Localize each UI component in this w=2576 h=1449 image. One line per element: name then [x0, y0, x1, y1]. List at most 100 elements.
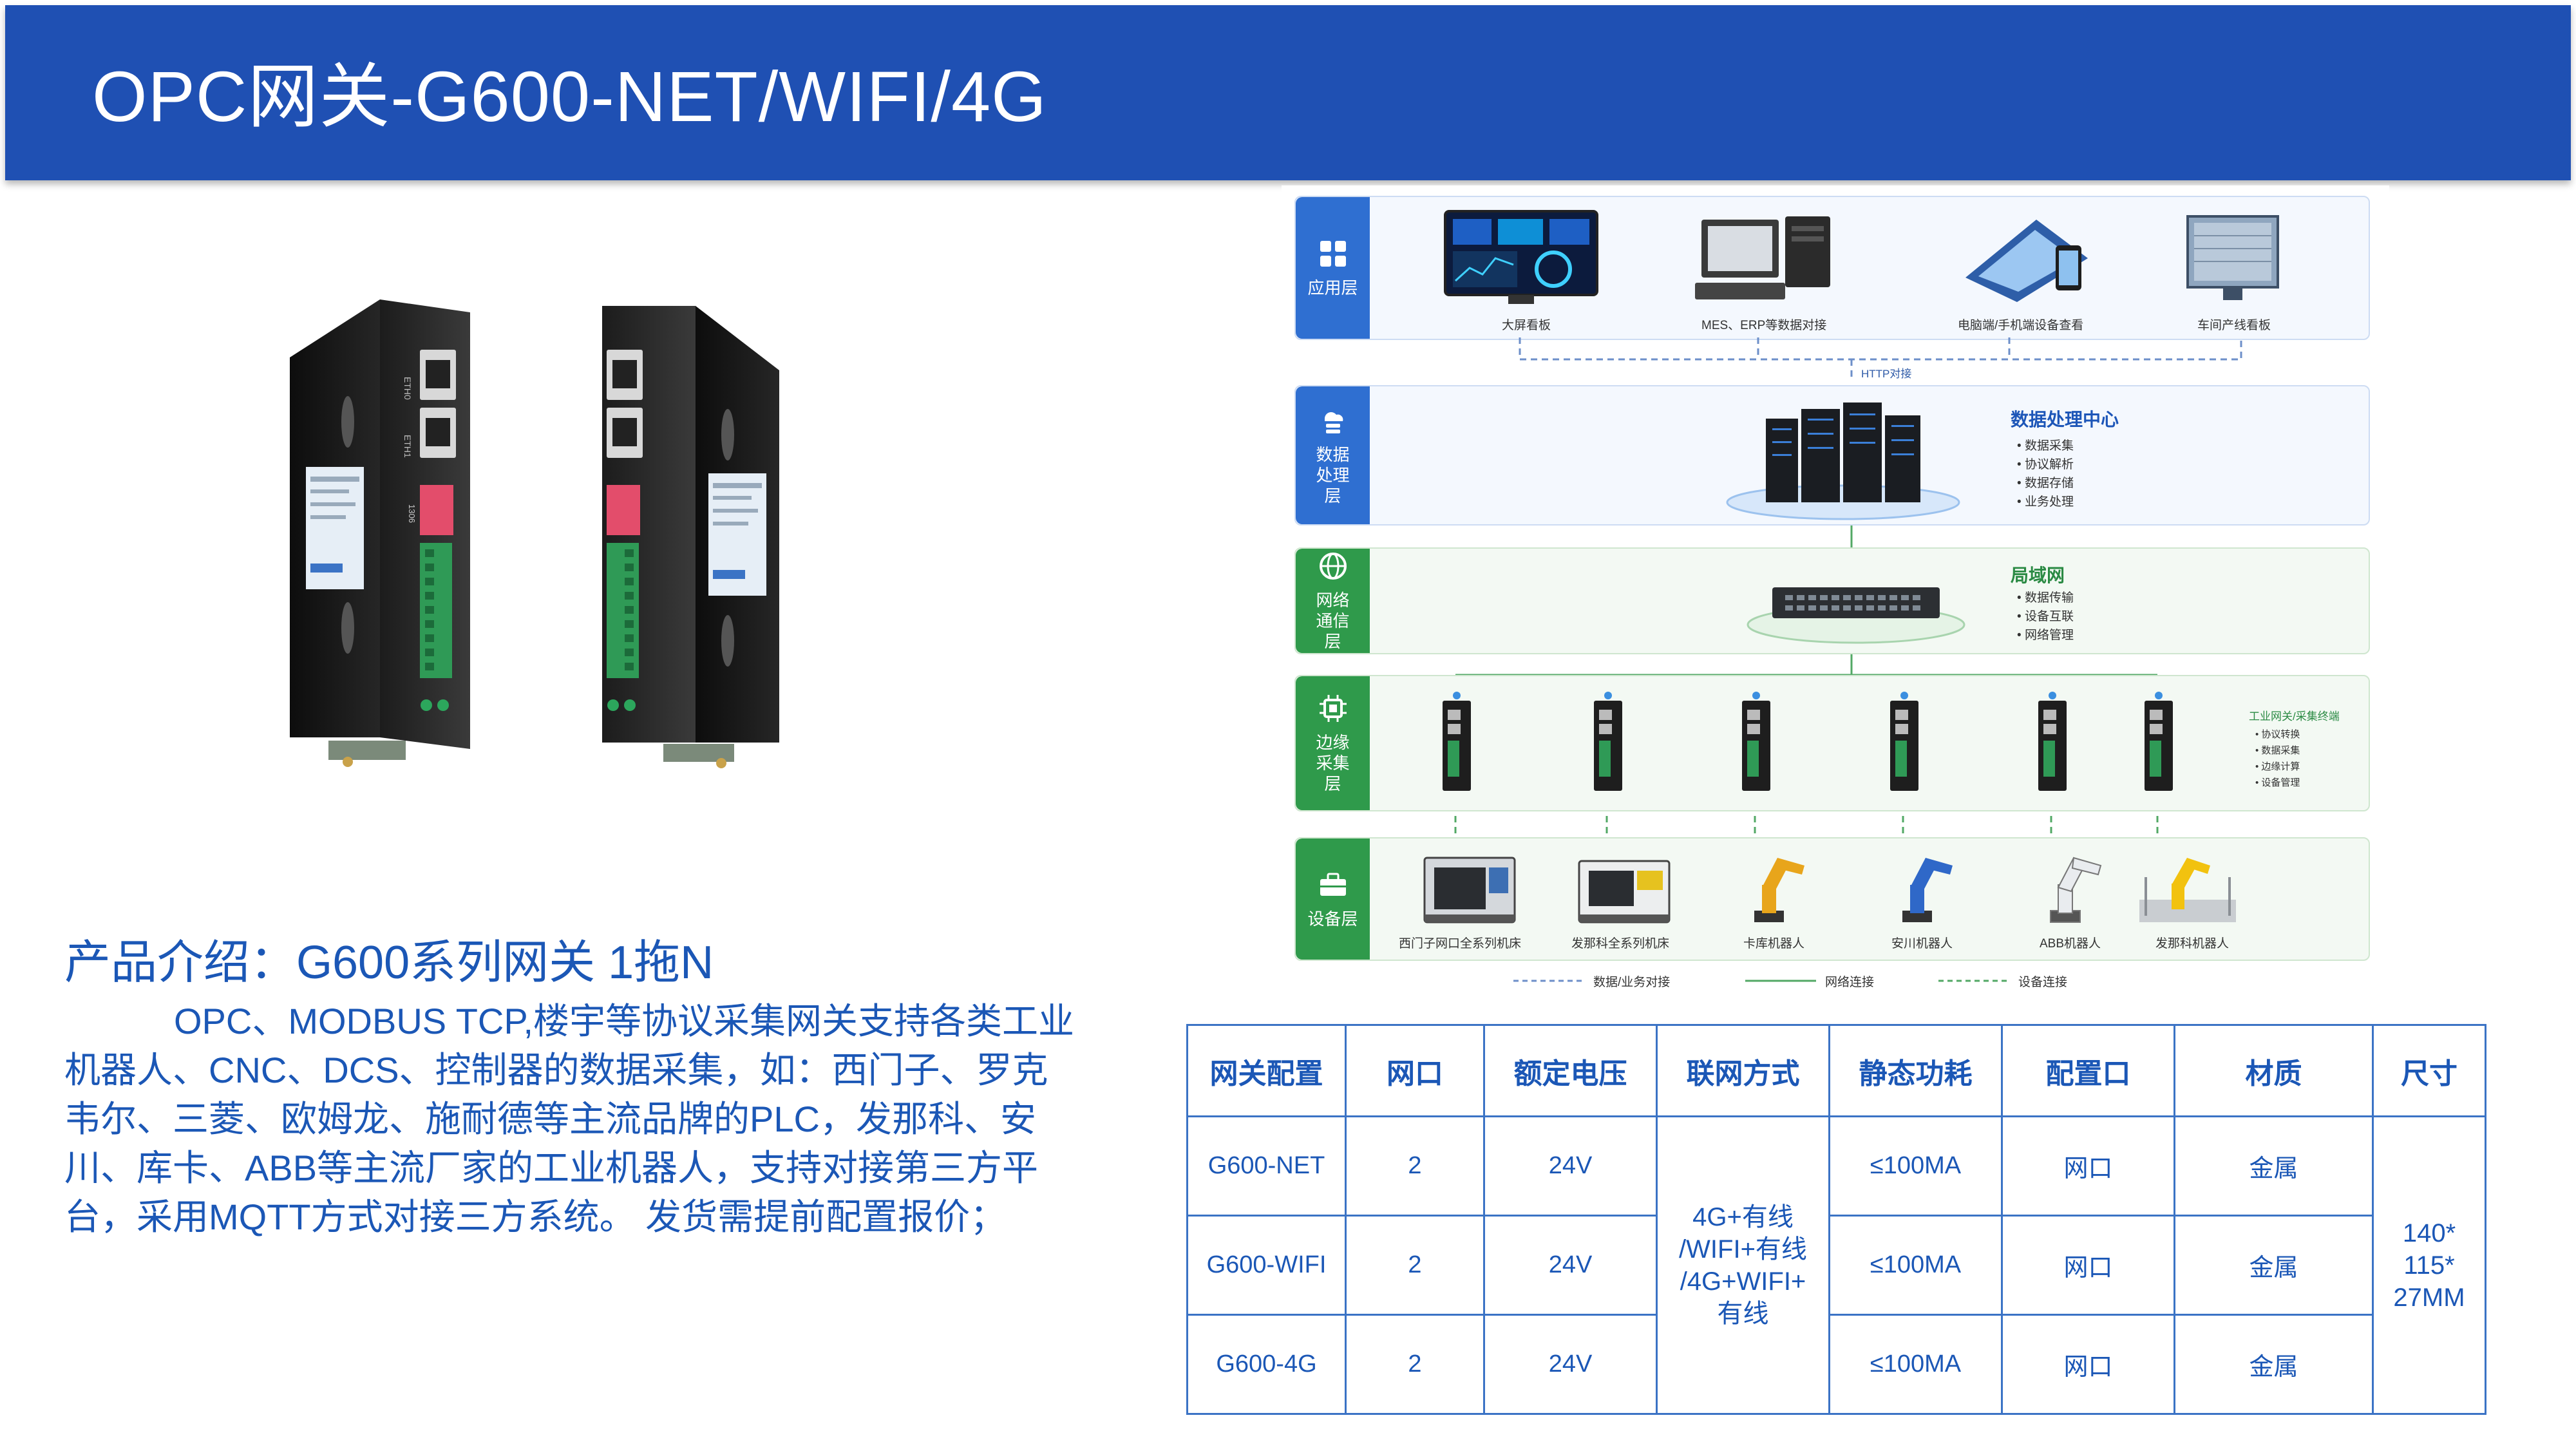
cell-size: 140* 115* 27MM	[2372, 1115, 2486, 1415]
layer-network: 网络通信层 局域网 数据传输 设备互联 网络管理	[1294, 547, 2370, 654]
app-item-big-screen: 大屏看板	[1502, 319, 1551, 332]
layer-label-edge: 边缘采集层	[1296, 676, 1370, 810]
cell-voltage: 24V	[1483, 1215, 1658, 1316]
architecture-diagram: 应用层 大屏看板 MES、ERP等数据对接 电脑端/手机端设备查看	[1282, 185, 2389, 1010]
cell-ports: 2	[1345, 1115, 1485, 1217]
lan-bullets: 数据传输 设备互联 网络管理	[2017, 589, 2074, 645]
gateway-row	[1443, 692, 2173, 791]
port-label-eth1: ETH1	[402, 435, 413, 458]
server-cluster-icon	[1726, 402, 1960, 520]
table-row: G600-NET 2 24V 4G+有线 /WIFI+有线 /4G+WIFI+ …	[1186, 1115, 2486, 1415]
globe-icon	[1319, 553, 1347, 580]
header-ports: 网口	[1345, 1024, 1485, 1117]
network-switch-icon	[1747, 587, 1965, 644]
layer-edge: 边缘采集层	[1294, 675, 2370, 811]
device-row	[1423, 857, 2236, 923]
spec-table: 网关配置 网口 额定电压 联网方式 静态功耗 配置口 材质 尺寸 G600-NE…	[1186, 1024, 2486, 1415]
app-item-line-board: 车间产线看板	[2197, 319, 2271, 332]
legend-business: 数据/业务对接	[1593, 976, 1671, 989]
header-config: 网关配置	[1186, 1024, 1347, 1117]
cnc-machine-icon	[1423, 857, 1516, 923]
cell-model: G600-NET	[1186, 1115, 1347, 1217]
edge-bullets: 协议转换 数据采集 边缘计算 设备管理	[2255, 726, 2300, 791]
cell-material: 金属	[2174, 1314, 2374, 1415]
layer-label-application: 应用层	[1296, 197, 1370, 339]
header-network-mode: 联网方式	[1656, 1024, 1830, 1117]
cell-power: ≤100MA	[1828, 1215, 2003, 1316]
line-board-icon	[2186, 215, 2279, 300]
header-size: 尺寸	[2372, 1024, 2486, 1117]
cell-power: ≤100MA	[1828, 1115, 2003, 1217]
table-row: G600-WIFI 2 24V ≤100MA 网口 金属	[1186, 1215, 2486, 1316]
gateway-unit-left: ETH0 ETH1 1306	[290, 299, 470, 767]
page-title: OPC网关-G600-NET/WIFI/4G	[92, 57, 1047, 137]
cell-config-port: 网口	[2001, 1215, 2175, 1316]
cell-voltage: 24V	[1483, 1115, 1658, 1217]
legend-network: 网络连接	[1825, 976, 1875, 989]
data-center-title: 数据处理中心	[2011, 410, 2119, 430]
switch-label: 1306	[407, 504, 417, 523]
chip-icon	[1319, 695, 1347, 722]
http-label: HTTP对接	[1861, 368, 1912, 380]
robot-arm-icon	[1902, 858, 1953, 922]
app-item-mes-erp: MES、ERP等数据对接	[1701, 319, 1827, 332]
layer-data-processing: 数据处理层 数据处理中心 数据采集 协议解析 数据存储 业务处理	[1294, 385, 2370, 526]
table-header-row: 网关配置 网口 额定电压 联网方式 静态功耗 配置口 材质 尺寸	[1186, 1024, 2486, 1117]
layer-label-device: 设备层	[1296, 838, 1370, 960]
robot-arm-icon	[1754, 858, 1804, 922]
app-item-pc-mobile: 电脑端/手机端设备查看	[1958, 319, 2084, 332]
gateway-icon	[2145, 692, 2173, 791]
robot-arm-icon	[2050, 857, 2102, 923]
layer-label-network: 网络通信层	[1296, 549, 1370, 653]
tablet-phone-icon	[1965, 220, 2088, 302]
device-item-yaskawa: 安川机器人	[1891, 937, 1953, 951]
toolbox-icon	[1320, 873, 1346, 896]
gateway-icon	[1890, 692, 1918, 791]
header-voltage: 额定电压	[1483, 1024, 1658, 1117]
cell-config-port: 网口	[2001, 1314, 2175, 1415]
cloud-database-icon	[1324, 412, 1343, 433]
device-item-abb: ABB机器人	[2040, 937, 2101, 951]
header-config-port: 配置口	[2001, 1024, 2175, 1117]
diagram-legend: 数据/业务对接 网络连接 设备连接	[1513, 972, 2157, 992]
gateway-icon	[1443, 692, 1471, 791]
workstation-icon	[1695, 216, 1830, 299]
cell-power: ≤100MA	[1828, 1314, 2003, 1415]
legend-device: 设备连接	[2018, 976, 2068, 989]
edge-title: 工业网关/采集终端	[2249, 710, 2340, 723]
cell-material: 金属	[2174, 1115, 2374, 1217]
intro-body: OPC、MODBUS TCP,楼宇等协议采集网关支持各类工业机器人、CNC、DC…	[64, 997, 1082, 1242]
device-item-kuka: 卡库机器人	[1743, 937, 1805, 951]
cell-material: 金属	[2174, 1215, 2374, 1316]
device-item-fanuc-cnc: 发那科全系列机床	[1571, 937, 1670, 951]
gateway-icon	[2038, 692, 2067, 791]
cell-ports: 2	[1345, 1314, 1485, 1415]
gateway-icon	[1742, 692, 1770, 791]
port-label-eth0: ETH0	[402, 377, 413, 400]
cell-network-mode: 4G+有线 /WIFI+有线 /4G+WIFI+ 有线	[1656, 1115, 1830, 1415]
cell-ports: 2	[1345, 1215, 1485, 1316]
gateway-unit-right	[602, 306, 779, 768]
header-power: 静态功耗	[1828, 1024, 2003, 1117]
layer-label-data: 数据处理层	[1296, 386, 1370, 524]
data-center-bullets: 数据采集 协议解析 数据存储 业务处理	[2017, 437, 2074, 511]
cell-voltage: 24V	[1483, 1314, 1658, 1415]
header-banner: OPC网关-G600-NET/WIFI/4G	[5, 5, 2571, 180]
cell-config-port: 网口	[2001, 1115, 2175, 1217]
device-item-fanuc-robot: 发那科机器人	[2155, 937, 2230, 951]
product-photo: ETH0 ETH1 1306	[290, 299, 779, 768]
cell-model: G600-4G	[1186, 1314, 1347, 1415]
cnc-lathe-icon	[1578, 860, 1671, 923]
big-screen-icon	[1444, 210, 1598, 304]
table-row: G600-4G 2 24V ≤100MA 网口 金属	[1186, 1314, 2486, 1415]
grid-icon	[1320, 241, 1346, 267]
lan-title: 局域网	[2011, 565, 2065, 585]
gateway-icon	[1594, 692, 1622, 791]
layer-device: 设备层	[1294, 837, 2370, 961]
legend-dashed-blue-icon	[1513, 980, 1584, 982]
layer-application: 应用层 大屏看板 MES、ERP等数据对接 电脑端/手机端设备查看	[1294, 196, 2370, 340]
intro-title: 产品介绍：G600系列网关 1拖N	[64, 937, 714, 989]
robot-cell-icon	[2139, 858, 2236, 922]
cell-model: G600-WIFI	[1186, 1215, 1347, 1316]
header-material: 材质	[2174, 1024, 2374, 1117]
